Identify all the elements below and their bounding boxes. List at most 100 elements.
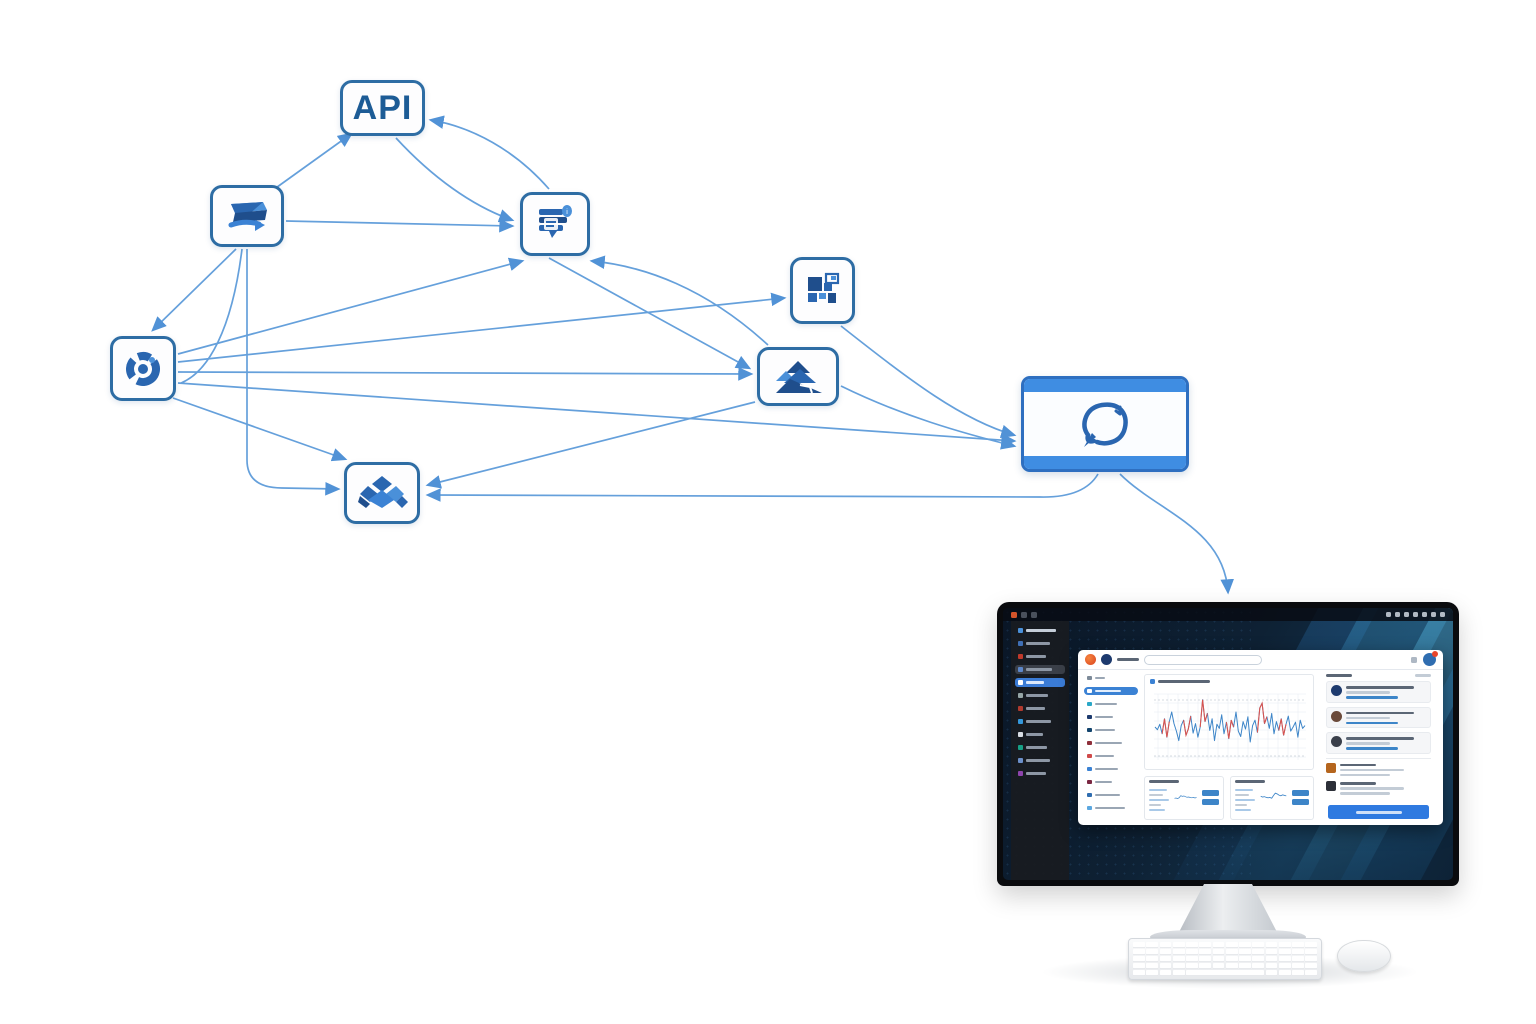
keyboard-key[interactable] <box>1292 949 1304 955</box>
keyboard-key[interactable] <box>1212 949 1225 955</box>
keyboard-key[interactable] <box>1239 956 1251 962</box>
keyboard-key[interactable] <box>1265 949 1278 955</box>
keyboard[interactable] <box>1128 938 1322 980</box>
app-dark-icon[interactable] <box>1031 611 1037 618</box>
tray-icon[interactable] <box>1386 612 1391 617</box>
notification-link[interactable] <box>1346 696 1398 699</box>
keyboard-key[interactable] <box>1146 956 1158 962</box>
keyboard-key[interactable] <box>1239 942 1251 948</box>
sidebar-item[interactable] <box>1084 700 1138 708</box>
keyboard-key[interactable] <box>1133 949 1145 955</box>
keyboard-key[interactable] <box>1305 970 1317 976</box>
sidebar-item[interactable] <box>1084 752 1138 760</box>
sidebar-item[interactable] <box>1084 726 1138 734</box>
tray-icon[interactable] <box>1404 612 1409 617</box>
keyboard-key[interactable] <box>1172 956 1185 962</box>
keyboard-key[interactable] <box>1186 942 1198 948</box>
keyboard-key[interactable] <box>1278 949 1291 955</box>
notification-link[interactable] <box>1346 721 1398 724</box>
keyboard-key[interactable] <box>1159 970 1172 976</box>
notification-card[interactable] <box>1326 681 1431 703</box>
keyboard-key[interactable] <box>1292 956 1304 962</box>
keyboard-key[interactable] <box>1305 956 1317 962</box>
keyboard-key[interactable] <box>1146 970 1158 976</box>
keyboard-key[interactable] <box>1199 942 1211 948</box>
keyboard-key[interactable] <box>1305 942 1317 948</box>
keyboard-key[interactable] <box>1159 949 1172 955</box>
keyboard-key[interactable] <box>1239 949 1251 955</box>
dock-item[interactable] <box>1015 678 1065 687</box>
keyboard-key[interactable] <box>1252 942 1264 948</box>
keyboard-key[interactable] <box>1252 956 1264 962</box>
keyboard-key[interactable] <box>1133 942 1145 948</box>
keyboard-key[interactable] <box>1292 963 1304 969</box>
keyboard-key[interactable] <box>1133 970 1145 976</box>
keyboard-key[interactable] <box>1159 963 1172 969</box>
tray-icon[interactable] <box>1422 612 1427 617</box>
sidebar-item[interactable] <box>1084 713 1138 721</box>
keyboard-key[interactable] <box>1225 956 1238 962</box>
profile-circle-icon[interactable] <box>1101 654 1112 665</box>
keyboard-key[interactable] <box>1265 942 1278 948</box>
keyboard-key[interactable] <box>1278 970 1291 976</box>
tray-icon[interactable] <box>1413 612 1418 617</box>
keyboard-key[interactable] <box>1278 942 1291 948</box>
mouse[interactable] <box>1337 940 1391 972</box>
mini-action-button[interactable] <box>1202 789 1219 796</box>
notification-card[interactable] <box>1326 732 1431 754</box>
keyboard-key[interactable] <box>1186 949 1198 955</box>
keyboard-key[interactable] <box>1172 942 1185 948</box>
panel-action-link[interactable] <box>1415 674 1431 677</box>
keyboard-key[interactable] <box>1278 956 1291 962</box>
keyboard-key[interactable] <box>1199 963 1211 969</box>
keyboard-key[interactable] <box>1225 963 1238 969</box>
primary-action-button[interactable] <box>1328 805 1429 819</box>
keyboard-key[interactable] <box>1292 942 1304 948</box>
mini-action-button[interactable] <box>1292 789 1309 796</box>
keyboard-key[interactable] <box>1186 963 1198 969</box>
sidebar-item[interactable] <box>1084 687 1138 695</box>
app-dark-icon[interactable] <box>1021 611 1027 618</box>
dock-item[interactable] <box>1015 769 1065 778</box>
dock-item[interactable] <box>1015 626 1065 635</box>
keyboard-key[interactable] <box>1159 956 1172 962</box>
sidebar-item[interactable] <box>1084 791 1138 799</box>
keyboard-key[interactable] <box>1305 963 1317 969</box>
keyboard-key[interactable] <box>1265 970 1278 976</box>
collapse-icon[interactable] <box>1087 675 1092 681</box>
keyboard-key[interactable] <box>1146 942 1158 948</box>
keyboard-key[interactable] <box>1199 949 1211 955</box>
dock-item[interactable] <box>1015 691 1065 700</box>
sidebar-item[interactable] <box>1084 765 1138 773</box>
dock-item[interactable] <box>1015 665 1065 674</box>
keyboard-key[interactable] <box>1172 970 1185 976</box>
sidebar-item[interactable] <box>1084 739 1138 747</box>
tray-icon[interactable] <box>1440 612 1445 617</box>
spacebar-key[interactable] <box>1186 970 1264 976</box>
keyboard-key[interactable] <box>1172 949 1185 955</box>
keyboard-key[interactable] <box>1172 963 1185 969</box>
keyboard-key[interactable] <box>1146 963 1158 969</box>
dock-item[interactable] <box>1015 704 1065 713</box>
sidebar-item[interactable] <box>1084 778 1138 786</box>
keyboard-key[interactable] <box>1225 949 1238 955</box>
keyboard-key[interactable] <box>1186 956 1198 962</box>
notification-link[interactable] <box>1346 747 1398 750</box>
keyboard-key[interactable] <box>1212 956 1225 962</box>
notification-card[interactable] <box>1326 706 1431 728</box>
dock-item[interactable] <box>1015 730 1065 739</box>
notification-compact-item[interactable] <box>1326 762 1431 776</box>
tray-icon[interactable] <box>1431 612 1436 617</box>
dock-item[interactable] <box>1015 652 1065 661</box>
keyboard-key[interactable] <box>1252 963 1264 969</box>
search-input[interactable] <box>1144 654 1262 665</box>
keyboard-key[interactable] <box>1133 956 1145 962</box>
notification-compact-item[interactable] <box>1326 781 1431 795</box>
keyboard-key[interactable] <box>1265 963 1278 969</box>
keyboard-key[interactable] <box>1252 949 1264 955</box>
keyboard-key[interactable] <box>1159 942 1172 948</box>
keyboard-key[interactable] <box>1212 963 1225 969</box>
browser-logo-icon[interactable] <box>1085 654 1096 665</box>
keyboard-key[interactable] <box>1239 963 1251 969</box>
mini-action-button[interactable] <box>1202 798 1219 805</box>
